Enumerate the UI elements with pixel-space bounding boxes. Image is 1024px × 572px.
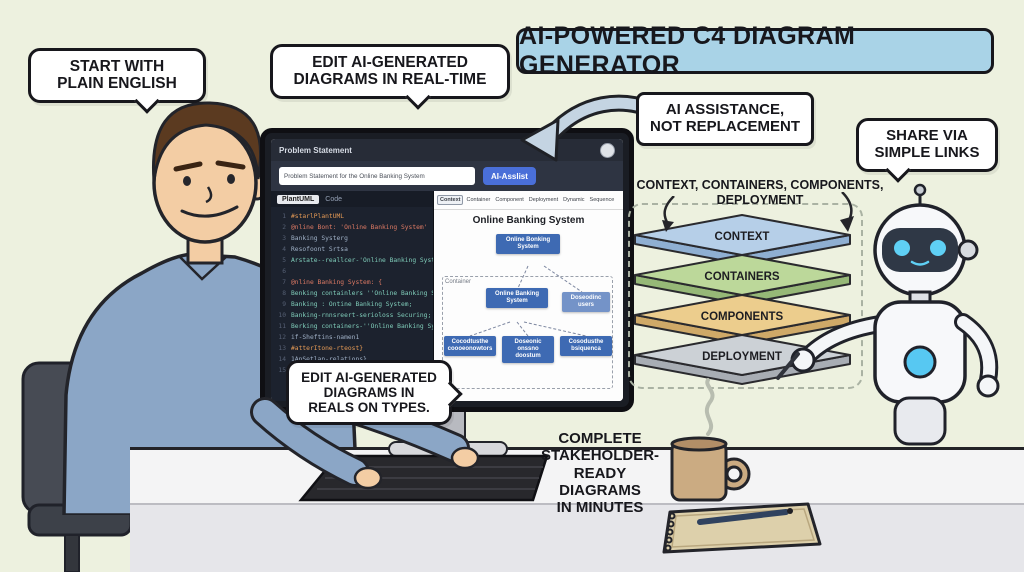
- hair: [151, 101, 263, 182]
- tab-context[interactable]: Context: [437, 195, 464, 205]
- code-line: 2@nline Bont: 'Online Banking System': [282, 224, 428, 231]
- bubble-edit-reals: EDIT AI-GENERATED DIAGRAMS IN REALS ON T…: [286, 360, 463, 426]
- layer-components: [634, 294, 851, 336]
- app-toolbar: Problem Statement for the Online Banking…: [271, 161, 623, 191]
- node-users[interactable]: Doseodinc users: [562, 292, 610, 312]
- container-boundary-label: Container: [445, 279, 472, 285]
- tab-deployment[interactable]: Deployment: [528, 197, 559, 203]
- diagram-panel: Context Container Component Deployment D…: [433, 191, 623, 401]
- hand: [353, 466, 383, 490]
- ai-assist-button[interactable]: AI-Asslist: [483, 167, 536, 185]
- code-editor[interactable]: 1#starlPlantUML 2@nline Bont: 'Online Ba…: [271, 207, 433, 401]
- eyebrow: [173, 161, 203, 172]
- code-line: 1#starlPlantUML: [282, 213, 345, 220]
- layer-stack-outline: [628, 203, 863, 389]
- tab-dynamic[interactable]: Dynamic: [563, 197, 585, 203]
- robot-ear: [957, 239, 979, 261]
- app-screen: Problem Statement Problem Statement for …: [271, 139, 623, 401]
- diagram-title: Online Banking System: [472, 215, 585, 226]
- bubble-plain-english: START WITH PLAIN ENGLISH: [28, 48, 206, 114]
- title-banner: AI-POWERED C4 DIAGRAM GENERATOR: [516, 22, 994, 79]
- robot-eye: [930, 240, 946, 256]
- eye: [227, 174, 235, 184]
- stakeholder-caption: COMPLETE STAKEHOLDER- READY DIAGRAMS IN …: [540, 430, 660, 516]
- pen-icon: [697, 509, 789, 525]
- container-boundary: [442, 276, 613, 389]
- code-line: 13#atterItone-rteost}: [278, 345, 364, 352]
- pen-tip: [787, 508, 793, 514]
- nose: [205, 186, 213, 204]
- layers-caption: CONTEXT, CONTAINERS, COMPONENTS, DEPLOYM…: [636, 178, 884, 207]
- code-tabs: PlantUML Code: [271, 191, 433, 207]
- tab-code[interactable]: Code: [325, 195, 343, 203]
- hand: [450, 446, 480, 470]
- bubble-share-links: SHARE VIA SIMPLE LINKS: [856, 118, 998, 183]
- node-system-top[interactable]: Online Bonking System: [496, 234, 560, 254]
- tab-container[interactable]: Container: [466, 197, 491, 203]
- caption-arrow-right-icon: [840, 192, 854, 232]
- smirk: [180, 205, 239, 218]
- tab-component[interactable]: Component: [495, 197, 524, 203]
- desk-front: [130, 503, 1024, 572]
- callout-ai-assistance: AI ASSISTANCE, NOT REPLACEMENT: [636, 92, 814, 146]
- diagram-canvas[interactable]: Container Online Bonking System Online B…: [440, 230, 617, 395]
- topbar-title: Problem Statement: [279, 145, 352, 155]
- code-line: 7@nline Banking System: {: [282, 279, 382, 286]
- diagram-tabs: Context Container Component Deployment D…: [434, 191, 623, 210]
- layer-containers-label: CONTAINERS: [704, 271, 780, 283]
- code-line: 6: [282, 268, 286, 275]
- layer-containers: [634, 254, 851, 296]
- layer-deployment-label: DEPLOYMENT: [702, 351, 782, 363]
- node-bottom-1[interactable]: Cocodtusthe coooeonowtors: [444, 336, 496, 356]
- notebook: [662, 502, 822, 554]
- tab-plantuml[interactable]: PlantUML: [277, 194, 320, 204]
- eye: [183, 176, 191, 186]
- steam-icon: [704, 378, 715, 436]
- antenna-icon: [913, 183, 927, 197]
- node-bottom-3[interactable]: Cosodusthe bsiquenca: [560, 336, 612, 356]
- node-system-center[interactable]: Online Banking System: [486, 288, 548, 308]
- diagram-connectors: [469, 265, 587, 337]
- desk-top: [130, 447, 1024, 503]
- pen-icon: [776, 352, 800, 380]
- layer-context-label: CONTEXT: [715, 231, 770, 243]
- robot-smile: [910, 260, 930, 266]
- layer-components-label: COMPONENTS: [701, 311, 784, 323]
- problem-statement-input[interactable]: Problem Statement for the Online Banking…: [279, 167, 475, 185]
- tab-sequence[interactable]: Sequence: [589, 197, 615, 203]
- code-line: 141AnSetlan-relations}: [278, 356, 366, 363]
- layer-context: [634, 214, 851, 256]
- robot-face-screen: [882, 228, 958, 272]
- avatar[interactable]: [600, 142, 615, 158]
- layer-deployment: [634, 334, 851, 376]
- coffee-mug: [670, 436, 751, 502]
- node-bottom-2[interactable]: Doseonic onssno doostum: [502, 336, 554, 363]
- robot-eye: [894, 240, 910, 256]
- caption-arrow-left-icon: [662, 196, 675, 232]
- c4-layer-stack: CONTEXT CONTAINERS COMPONENTS DEPLOYMENT: [634, 214, 851, 385]
- robot-belly-light: [903, 345, 937, 379]
- robot-assistant: [776, 183, 1000, 446]
- bubble-edit-realtime: EDIT AI-GENERATED DIAGRAMS IN REAL-TIME: [270, 44, 510, 110]
- eyebrow: [215, 160, 246, 170]
